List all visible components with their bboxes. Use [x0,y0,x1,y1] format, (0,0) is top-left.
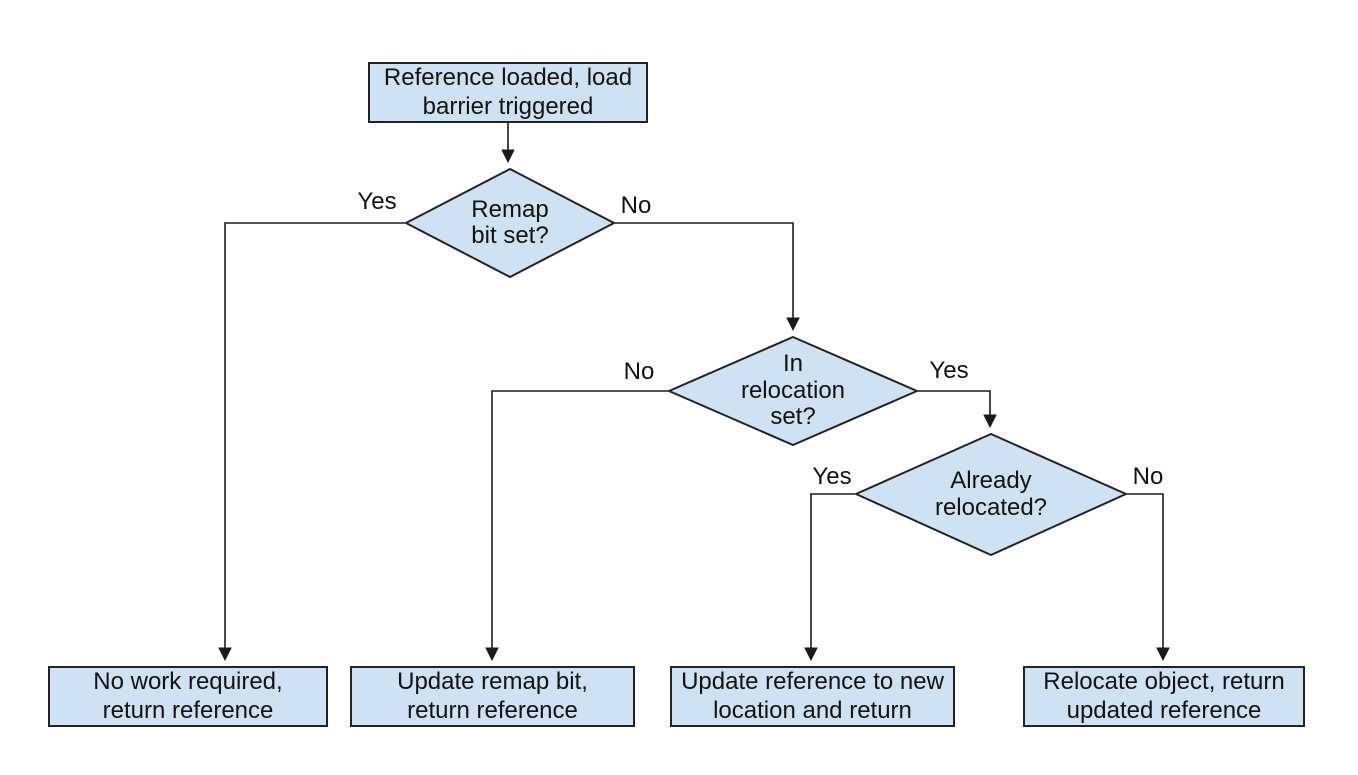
terminal-update-remap-bit-label: Update remap bit, return reference [397,668,588,724]
decision-in-relocation-set: In relocation set? [668,336,918,446]
decision-already-relocated-label: Already relocated? [934,467,1048,521]
connector-remap-yes [218,222,405,662]
connector-relocated-no [1127,493,1170,662]
terminal-relocate-object-label: Relocate object, return updated referenc… [1043,668,1285,724]
decision-remap-bit-label: Remap bit set? [471,195,549,249]
terminal-update-reference: Update reference to new location and ret… [670,666,955,727]
terminal-update-remap-bit: Update remap bit, return reference [350,666,635,727]
terminal-no-work: No work required, return reference [48,666,328,727]
terminal-update-reference-label: Update reference to new location and ret… [681,668,944,724]
connector-relocation-no [485,390,668,662]
connector-remap-no [615,222,800,332]
decision-remap-bit: Remap bit set? [405,168,615,278]
diamond-shape [855,433,1127,556]
edge-label-relocation-no: No [623,358,655,385]
diamond-shape [668,336,918,446]
decision-already-relocated: Already relocated? [855,433,1127,556]
decision-in-relocation-set-label: In relocation set? [740,350,846,431]
edge-label-relocated-no: No [1132,463,1164,490]
edge-label-remap-no: No [620,192,652,219]
edge-label-relocated-yes: Yes [812,463,852,490]
start-node-label: Reference loaded, load barrier triggered [383,64,633,120]
edge-label-remap-yes: Yes [357,188,397,215]
connector-relocation-yes [918,390,997,429]
connector-relocated-yes [804,493,855,662]
terminal-no-work-label: No work required, return reference [93,668,283,724]
terminal-relocate-object: Relocate object, return updated referenc… [1023,666,1305,727]
diamond-shape [405,168,615,278]
edge-label-relocation-yes: Yes [929,357,969,384]
start-node: Reference loaded, load barrier triggered [368,62,648,123]
